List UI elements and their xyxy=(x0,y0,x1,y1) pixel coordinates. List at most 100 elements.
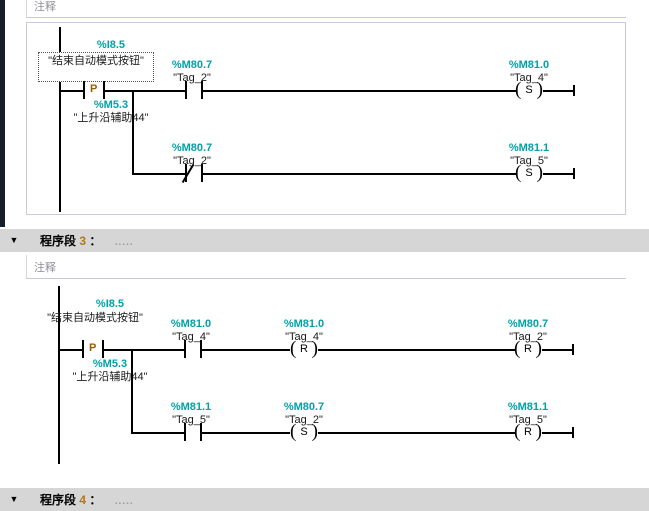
wire-coil-a-to-rail xyxy=(542,349,574,351)
wire-rail-to-p xyxy=(58,349,82,351)
p-contact-memory-address: %M5.3 xyxy=(92,358,128,370)
network-3-comment-wrap: 注释 xyxy=(26,255,626,279)
right-rail-tick-b xyxy=(573,168,575,179)
contact-bar-right xyxy=(102,340,104,358)
contact-bar-left xyxy=(83,81,85,99)
wire-contact-b-to-midcoil xyxy=(202,432,290,434)
network-3-label: 程序段 xyxy=(40,234,77,248)
p-contact-symbol[interactable] xyxy=(83,81,105,99)
p-contact-memory-tag: "上升沿辅助44" xyxy=(73,112,149,124)
network-1-comment-wrap: 注释 xyxy=(26,0,626,18)
coil-paren-right: ) xyxy=(535,338,542,359)
p-contact-symbol[interactable] xyxy=(82,340,104,358)
net3-rung2-contact-no[interactable] xyxy=(184,423,202,441)
network-1-comment-field[interactable]: 注释 xyxy=(26,0,626,18)
wire-midcoil-b-to-coil xyxy=(318,432,516,434)
coil-paren-left: ( xyxy=(290,338,297,359)
p-contact-tag-box: "结束自动模式按钮" xyxy=(38,52,154,82)
network-4-collapse-triangle-icon[interactable]: ▼ xyxy=(9,494,19,504)
p-contact-address: %I8.5 xyxy=(95,298,125,310)
rung1-coil-tag: "Tag_4" xyxy=(510,72,548,84)
coil-paren-left: ( xyxy=(515,79,522,100)
network-4-label: 程序段 xyxy=(40,493,77,507)
coil-paren-left: ( xyxy=(515,162,522,183)
wire-branch-to-contact-b xyxy=(132,173,185,175)
rung1-contact-address: %M80.7 xyxy=(171,59,213,71)
net3-rung1-coil-tag: "Tag_2" xyxy=(509,331,547,343)
network-4-title-placeholder: ..... xyxy=(114,496,134,507)
p-contact-letter: P xyxy=(89,342,97,354)
coil-paren-right: ) xyxy=(536,162,543,183)
coil-paren-right: ) xyxy=(311,338,318,359)
network-3-header[interactable]: ▼ 程序段 3 ： ..... xyxy=(0,229,649,252)
p-contact-memory-address: %M5.3 xyxy=(93,99,129,111)
wire-midcoil-a-to-coil xyxy=(318,349,516,351)
net3-rung1-coil-address: %M80.7 xyxy=(507,318,549,330)
net3-rung2-coil-tag: "Tag_5" xyxy=(509,414,547,426)
wire-coil-b-to-rail xyxy=(543,173,575,175)
left-gutter-strip-net1 xyxy=(0,0,5,227)
rung1-set-coil[interactable]: ( S ) xyxy=(515,80,543,100)
net3-rung1-coil-letter: R xyxy=(524,343,532,355)
wire-contact-b-to-coil xyxy=(203,173,517,175)
network-4-header[interactable]: ▼ 程序段 4 ： ..... xyxy=(0,488,649,511)
coil-paren-left: ( xyxy=(290,421,297,442)
network-3-collapse-triangle-icon[interactable]: ▼ xyxy=(9,235,19,245)
right-rail-tick-a xyxy=(572,344,574,355)
branch-vertical-net1 xyxy=(132,90,134,175)
contact-bar-left xyxy=(184,340,186,358)
contact-bar-right xyxy=(201,81,203,99)
net3-rung2-contact-address: %M81.1 xyxy=(170,401,212,413)
wire-contact-a-to-midcoil xyxy=(202,349,290,351)
p-contact-address: %I8.5 xyxy=(96,39,126,51)
net3-rung2-coil-address: %M81.1 xyxy=(507,401,549,413)
right-rail-tick-b xyxy=(572,427,574,438)
net3-rung2-midcoil-letter: S xyxy=(300,426,308,438)
rung2-set-coil[interactable]: ( S ) xyxy=(515,163,543,183)
rung1-coil-letter: S xyxy=(525,84,533,96)
coil-paren-left: ( xyxy=(514,421,521,442)
network-4-colon: ： xyxy=(89,493,102,507)
network-3-comment-field[interactable]: 注释 xyxy=(26,255,626,279)
net3-rung1-reset-coil[interactable]: ( R ) xyxy=(514,339,542,359)
contact-bar-left xyxy=(82,340,84,358)
coil-paren-right: ) xyxy=(311,421,318,442)
contact-bar-right xyxy=(200,423,202,441)
wire-contact-a-to-coil xyxy=(203,90,517,92)
coil-paren-right: ) xyxy=(536,79,543,100)
wire-branch-to-contact-a xyxy=(131,349,184,351)
net3-rung1-midcoil-address: %M81.0 xyxy=(283,318,325,330)
net3-rung1-midcoil-tag: "Tag_4" xyxy=(285,331,323,343)
rung2-coil-letter: S xyxy=(525,167,533,179)
rung2-contact-address: %M80.7 xyxy=(171,142,213,154)
net3-rung1-midcoil-letter: R xyxy=(300,343,308,355)
p-contact-letter: P xyxy=(90,83,98,95)
net3-rung1-reset-coil-mid[interactable]: ( R ) xyxy=(290,339,318,359)
power-rail-left xyxy=(58,286,60,464)
rung2-contact-nc[interactable] xyxy=(181,163,203,184)
rung1-contact-no[interactable] xyxy=(185,81,203,99)
wire-rail-to-p xyxy=(59,90,83,92)
p-contact-tag-text: "结束自动模式按钮" xyxy=(47,312,143,324)
rung2-coil-address: %M81.1 xyxy=(508,142,550,154)
contact-bar-left xyxy=(184,423,186,441)
wire-branch-to-contact-b xyxy=(131,432,184,434)
network-1-panel[interactable]: %I8.5 "结束自动模式按钮" P %M5.3 "上升沿辅助44" %M80.… xyxy=(26,22,626,215)
net3-rung2-reset-coil[interactable]: ( R ) xyxy=(514,422,542,442)
coil-paren-right: ) xyxy=(535,421,542,442)
net3-rung2-midcoil-address: %M80.7 xyxy=(283,401,325,413)
net3-rung2-set-coil-mid[interactable]: ( S ) xyxy=(290,422,318,442)
net3-rung2-coil-letter: R xyxy=(524,426,532,438)
contact-bar-right xyxy=(103,81,105,99)
network-3-panel[interactable]: %I8.5 "结束自动模式按钮" P %M5.3 "上升沿辅助44" %M81.… xyxy=(26,282,626,468)
branch-vertical-net3 xyxy=(131,349,133,434)
rung2-coil-tag: "Tag_5" xyxy=(510,155,548,167)
rung1-coil-address: %M81.0 xyxy=(508,59,550,71)
network-3-number: 3 xyxy=(79,234,87,248)
contact-bar-left xyxy=(185,81,187,99)
net3-rung1-contact-no[interactable] xyxy=(184,340,202,358)
wire-coil-a-to-rail xyxy=(543,90,575,92)
wire-p-to-branch xyxy=(105,90,133,92)
coil-paren-left: ( xyxy=(514,338,521,359)
p-contact-tag-text: "结束自动模式按钮" xyxy=(48,55,144,67)
